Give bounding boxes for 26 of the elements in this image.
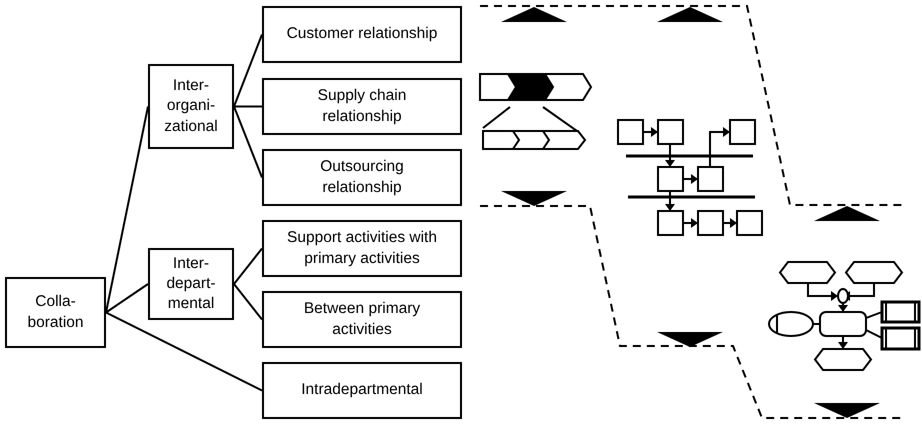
category-box (148, 248, 234, 320)
connector-line (233, 106, 263, 178)
node-label: Inter- depart- mental (165, 254, 217, 314)
node-label: Supply chain relationship (316, 86, 408, 126)
node-label: Support activities with primary activities (286, 228, 438, 268)
node-label: Colla- boration (26, 292, 84, 332)
category-box (148, 64, 234, 149)
category-box (262, 149, 462, 206)
category-box (262, 6, 462, 63)
category-box (262, 362, 462, 419)
category-box (5, 277, 106, 348)
node-label: Between primary activities (302, 299, 422, 340)
category-box (262, 291, 462, 348)
connector-line (233, 283, 263, 320)
connector-line (233, 248, 263, 285)
connector-line (105, 283, 149, 314)
node-label: Intradepartmental (301, 380, 423, 400)
node-label: Inter- organi- zational (163, 76, 219, 137)
connector-line (234, 106, 262, 108)
category-box (262, 78, 462, 135)
node-label: Outsourcing relationship (319, 157, 405, 198)
connector-line (106, 312, 262, 392)
connector-line (233, 34, 263, 107)
connector-line (105, 106, 149, 313)
category-box (262, 220, 462, 277)
node-label: Customer relationship (286, 24, 438, 44)
